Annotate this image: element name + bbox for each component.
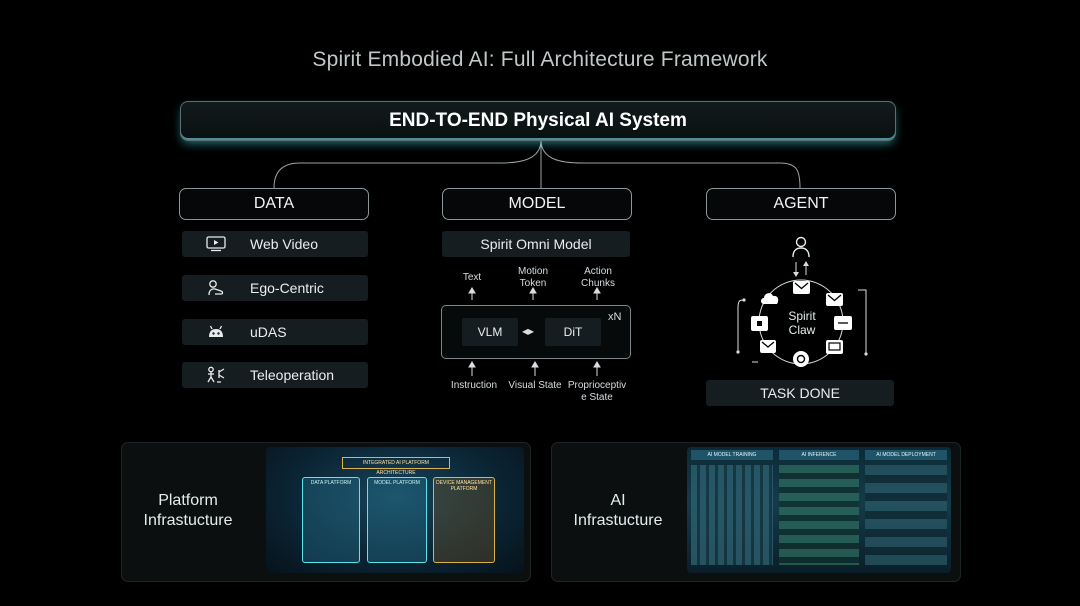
input-label-instruction: Instruction [450, 380, 498, 391]
ai-infrastructure-image: AI MODEL TRAINING AI INFERENCE AI MODEL … [687, 447, 951, 573]
model-platform-block: MODEL PLATFORM [367, 477, 427, 563]
data-item-udas: uDAS [182, 319, 368, 345]
device-management-block: DEVICE MANAGEMENT PLATFORM [433, 477, 495, 563]
mail-icon [793, 281, 810, 294]
server-racks-illustration [691, 465, 773, 565]
data-item-teleoperation: Teleoperation [182, 362, 368, 388]
inference-illustration [779, 465, 859, 565]
agent-column-header: AGENT [706, 188, 896, 220]
model-column-header: MODEL [442, 188, 632, 220]
repeat-label: xN [608, 311, 622, 323]
chat-icon [751, 316, 768, 331]
hand-icon [182, 279, 250, 297]
platform-architecture-image: INTEGRATED AI PLATFORM ARCHITECTURE DATA… [266, 447, 524, 573]
data-column-header: DATA [179, 188, 369, 220]
message-icon [826, 293, 843, 306]
data-item-label: Ego-Centric [250, 280, 324, 296]
page-title: Spirit Embodied AI: Full Architecture Fr… [312, 48, 768, 71]
data-item-label: uDAS [250, 324, 287, 340]
task-icon [834, 316, 852, 330]
robot-icon [182, 324, 250, 340]
platform-infrastructure-label: Platform Infrastucture [143, 492, 233, 529]
spirit-claw-core: Spirit Claw [788, 309, 816, 337]
task-done-status: TASK DONE [706, 380, 894, 406]
system-banner: END-TO-END Physical AI System [180, 101, 896, 141]
data-item-web-video: Web Video [182, 231, 368, 257]
output-label-motion-token: Motion Token [517, 266, 548, 289]
input-label-visual-state: Visual State [508, 380, 562, 391]
output-label-action-chunks: Action Chunks [581, 266, 615, 289]
teleoperation-icon [182, 366, 250, 384]
output-label-text: Text [462, 272, 482, 283]
model-block: VLM ◂▸ DiT xN [441, 305, 631, 359]
dit-block: DiT [545, 318, 601, 346]
connector-agent [540, 139, 801, 189]
ai-training-header: AI MODEL TRAINING [691, 450, 773, 460]
bidirectional-arrow-icon: ◂▸ [522, 324, 535, 338]
ai-inference-header: AI INFERENCE [779, 450, 859, 460]
deployment-illustration [865, 465, 947, 565]
model-name: Spirit Omni Model [442, 231, 630, 257]
ai-infrastructure-label: AI Infrastucture [573, 492, 663, 529]
connector-data [273, 139, 542, 189]
data-item-ego-centric: Ego-Centric [182, 275, 368, 301]
input-label-proprioceptive-state: Proprioceptiv e State [567, 380, 627, 403]
video-icon [182, 236, 250, 252]
data-item-label: Teleoperation [250, 367, 335, 383]
data-item-label: Web Video [250, 236, 318, 252]
vlm-block: VLM [462, 318, 518, 346]
envelope-icon [760, 340, 776, 353]
ai-deployment-header: AI MODEL DEPLOYMENT [865, 450, 947, 460]
platform-image-title: INTEGRATED AI PLATFORM ARCHITECTURE [342, 457, 450, 476]
cloud-icon [759, 290, 781, 305]
data-platform-block: DATA PLATFORM [302, 477, 360, 563]
user-icon [791, 236, 811, 263]
screen-icon [826, 340, 843, 354]
settings-icon [793, 351, 809, 367]
